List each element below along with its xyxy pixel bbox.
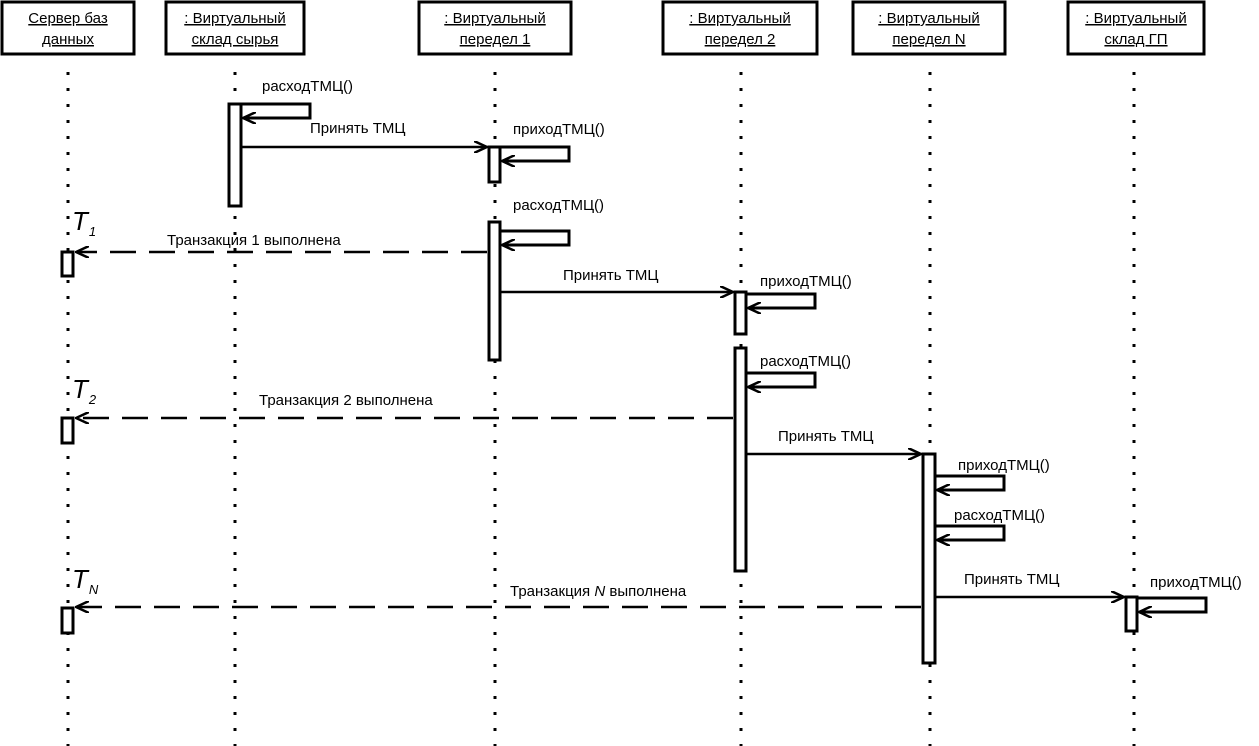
label-tx-1: Транзакция 1 выполнена	[167, 232, 341, 249]
activation-raw	[227, 102, 243, 208]
participant-pn-line1: : Виртуальный	[878, 10, 979, 27]
participant-p2-line1: : Виртуальный	[689, 10, 790, 27]
participant-db-line2: данных	[42, 31, 94, 48]
label-pn-out: расходТМЦ()	[954, 507, 1045, 524]
participant-gp-line2: склад ГП	[1104, 31, 1167, 48]
label-gp-in: приходТМЦ()	[1150, 574, 1242, 591]
activation-p1-b	[487, 220, 502, 362]
activation-gp	[1124, 595, 1139, 633]
activation-db-n	[60, 606, 75, 635]
participant-raw-line2: склад сырья	[192, 31, 279, 48]
participant-gp: : Виртуальный склад ГП	[1066, 0, 1206, 56]
participant-p1-line1: : Виртуальный	[444, 10, 545, 27]
label-tx-n-prefix: Транзакция	[510, 583, 594, 600]
self-message-pn-out	[935, 524, 1006, 540]
label-pn-in: приходТМЦ()	[958, 457, 1050, 474]
time-marker-n-sub: N	[89, 582, 99, 597]
label-tx-n-suffix: выполнена	[605, 583, 687, 600]
participant-gp-line1: : Виртуальный	[1085, 10, 1186, 27]
label-accept-gp: Принять ТМЦ	[964, 571, 1060, 588]
label-accept-2: Принять ТМЦ	[563, 267, 659, 284]
label-tx-n: Транзакция N выполнена	[510, 583, 687, 600]
label-p1-in: приходТМЦ()	[513, 121, 605, 138]
participant-db: Сервер баз данных	[0, 0, 136, 56]
activation-p2-a	[733, 290, 748, 336]
activation-p2-b	[733, 346, 748, 573]
self-message-p1-out	[500, 229, 571, 245]
activation-db-2	[60, 416, 75, 445]
time-marker-1: T1	[72, 206, 96, 239]
self-message-p2-in	[746, 292, 817, 308]
label-p1-out: расходТМЦ()	[513, 197, 604, 214]
label-accept-1: Принять ТМЦ	[310, 120, 406, 137]
participant-p2: : Виртуальный передел 2	[661, 0, 819, 56]
participant-pn-line2: передел N	[892, 31, 965, 48]
time-marker-2-sub: 2	[88, 392, 97, 407]
time-marker-n-main: T	[72, 564, 90, 594]
activation-pn	[921, 452, 937, 665]
label-p2-in: приходТМЦ()	[760, 273, 852, 290]
time-marker-1-main: T	[72, 206, 90, 236]
self-message-gp-in	[1137, 596, 1208, 612]
participant-p2-line2: передел 2	[705, 31, 776, 48]
time-marker-2: T2	[72, 374, 97, 407]
participant-p1-line2: передел 1	[460, 31, 531, 48]
time-marker-n: TN	[72, 564, 99, 597]
label-accept-n: Принять ТМЦ	[778, 428, 874, 445]
label-tx-n-variable: N	[594, 583, 605, 600]
activation-p1-a	[487, 145, 502, 184]
participant-db-line1: Сервер баз	[28, 10, 108, 27]
activation-db-1	[60, 250, 75, 278]
label-raw-out: расходТМЦ()	[262, 78, 353, 95]
participant-pn: : Виртуальный передел N	[851, 0, 1007, 56]
participant-p1: : Виртуальный передел 1	[417, 0, 573, 56]
participant-raw-line1: : Виртуальный	[184, 10, 285, 27]
self-message-pn-in	[935, 474, 1006, 490]
time-marker-2-main: T	[72, 374, 90, 404]
time-marker-1-sub: 1	[89, 224, 96, 239]
self-message-p1-in	[500, 145, 571, 161]
self-message-p2-out	[746, 371, 817, 387]
self-message-raw-out	[241, 102, 312, 118]
participant-raw: : Виртуальный склад сырья	[164, 0, 306, 56]
label-tx-2: Транзакция 2 выполнена	[259, 392, 433, 409]
label-p2-out: расходТМЦ()	[760, 353, 851, 370]
